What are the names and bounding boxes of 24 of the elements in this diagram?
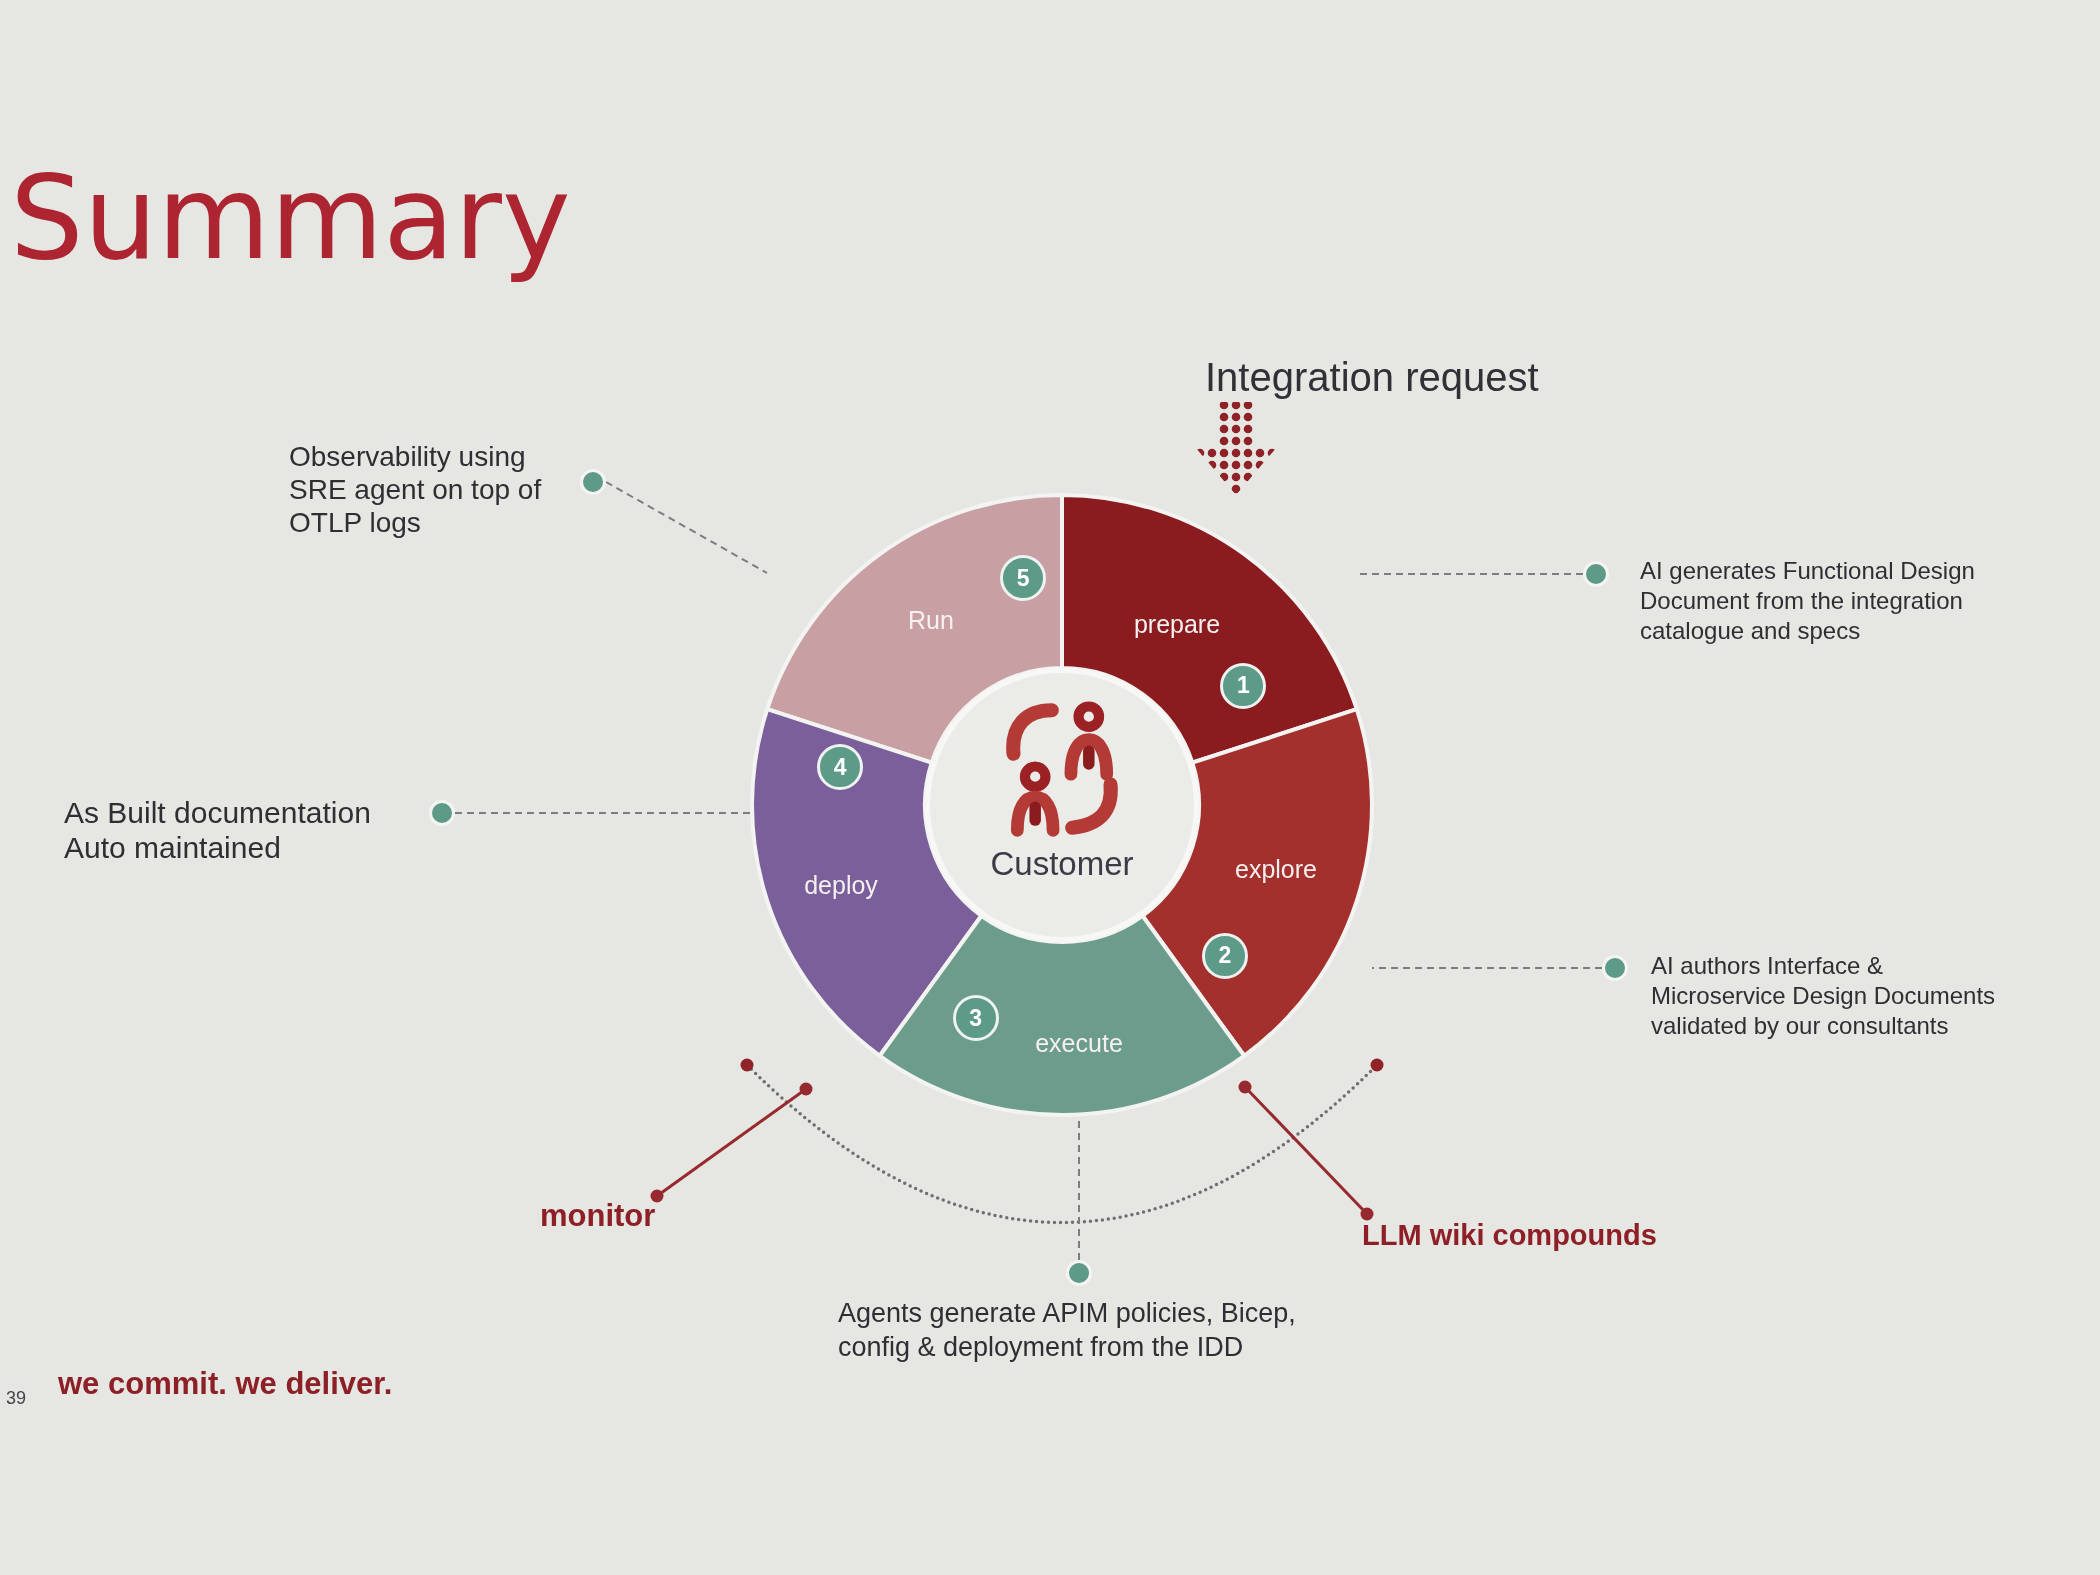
slide-title: Summary xyxy=(10,149,571,287)
ring-segment xyxy=(1062,495,1357,763)
callout-label: LLM wiki compounds xyxy=(1362,1218,1658,1253)
callout-text: Agents generate APIM policies, Bicep, config & deployment from the IDD xyxy=(838,1297,1297,1364)
center-label: Customer xyxy=(990,844,1134,884)
segment-label: explore xyxy=(1235,854,1317,884)
ring-segment xyxy=(879,915,1245,1115)
callout-text: As Built documentation Auto maintained xyxy=(64,795,372,865)
callout-text: Observability using SRE agent on top of OTLP logs xyxy=(289,440,543,539)
input-label: Integration request xyxy=(1205,354,1540,401)
leader-line xyxy=(1371,967,1603,969)
segment-label: deploy xyxy=(804,870,878,900)
segment-label: prepare xyxy=(1133,609,1221,639)
callout-text: AI generates Functional Design Document from the integration catalogue and specs xyxy=(1640,556,1976,646)
segment-label: execute xyxy=(1035,1028,1123,1058)
leader-line xyxy=(605,481,768,574)
ring-segment xyxy=(752,709,982,1056)
page-number: 39 xyxy=(6,1388,27,1409)
dotted-arrow xyxy=(1195,402,1277,495)
segment-label: Run xyxy=(908,605,954,635)
footer-tagline: we commit. we deliver. xyxy=(58,1366,393,1402)
callout-label: monitor xyxy=(540,1197,657,1235)
ring-segment xyxy=(1142,709,1372,1056)
callout-text: AI authors Interface & Microservice Design Documents validated by our consultants xyxy=(1651,951,1997,1041)
